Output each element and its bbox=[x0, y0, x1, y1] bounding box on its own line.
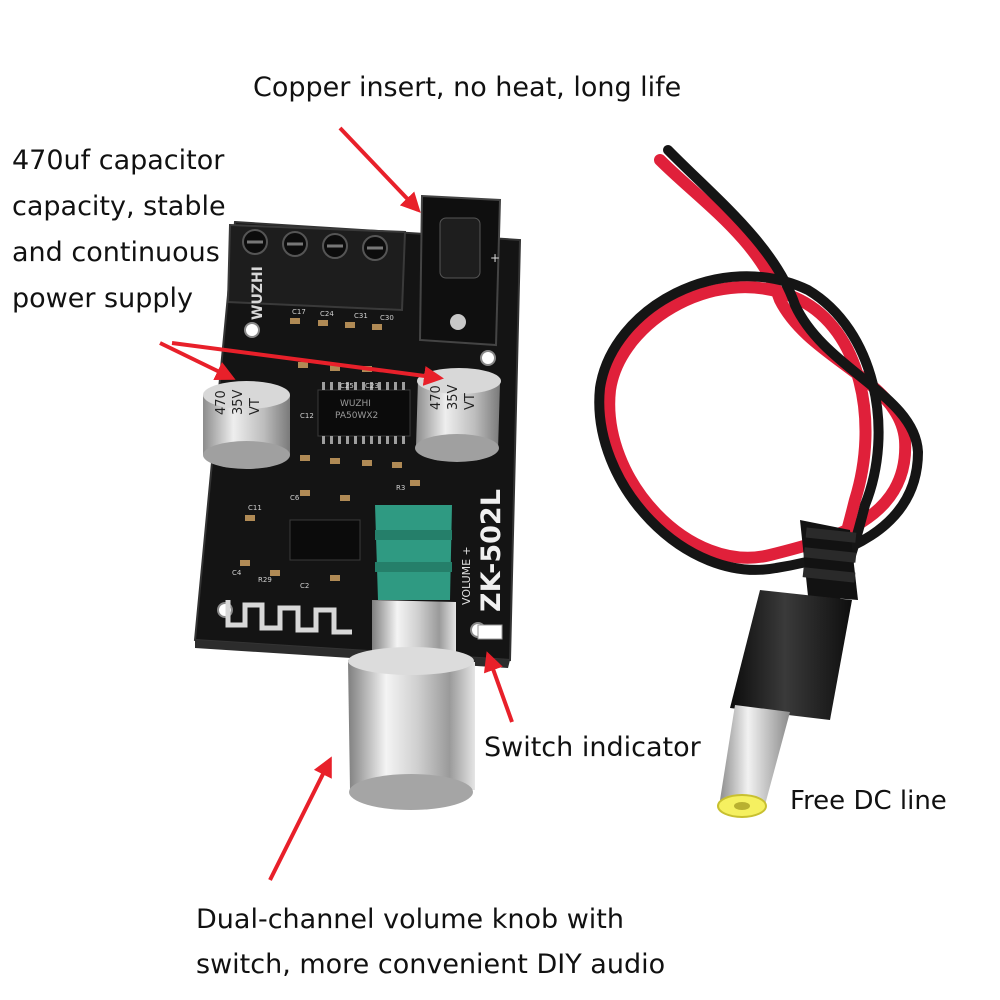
capacitor-marking: 35V bbox=[446, 384, 461, 410]
component-label: C31 bbox=[354, 312, 368, 320]
amplifier-chip: WUZHI PA50WX2 bbox=[317, 382, 411, 444]
capacitor-marking: VT bbox=[463, 393, 478, 410]
volume-knob-annotation: Dual-channel volume knob with switch, mo… bbox=[196, 897, 665, 987]
capacitor-left: 470 35V VT bbox=[203, 381, 290, 469]
dc-cable bbox=[594, 145, 924, 818]
component-label: C17 bbox=[292, 308, 306, 316]
capacitor-annotation-line: power supply bbox=[12, 283, 193, 314]
component-label: C2 bbox=[300, 582, 309, 590]
capacitor-annotation-line: 470uf capacitor bbox=[12, 145, 225, 176]
component-label: C25 bbox=[340, 382, 354, 390]
volume-knob bbox=[348, 505, 475, 810]
capacitor-annotation-line: capacity, stable bbox=[12, 191, 226, 222]
component-label: C12 bbox=[300, 412, 314, 420]
capacitor-annotation-line: and continuous bbox=[12, 237, 220, 268]
component-label: C30 bbox=[380, 314, 394, 322]
component-label: R29 bbox=[258, 576, 272, 584]
arrow-icon bbox=[171, 341, 444, 386]
dc-jack: + bbox=[418, 194, 502, 347]
antenna-trace bbox=[225, 600, 352, 635]
arrow-icon bbox=[338, 126, 421, 213]
brand-text: WUZHI bbox=[340, 399, 371, 409]
volume-knob-annotation-line: Dual-channel volume knob with bbox=[196, 904, 624, 935]
screw-terminal bbox=[226, 223, 407, 312]
volume-label: VOLUME + bbox=[460, 546, 473, 605]
component-label: C11 bbox=[248, 504, 262, 512]
chip-text: PA50WX2 bbox=[335, 411, 378, 421]
capacitor-marking: VT bbox=[248, 398, 263, 415]
copper-insert-annotation: Copper insert, no heat, long life bbox=[253, 72, 682, 103]
volume-knob-annotation-line: switch, more convenient DIY audio bbox=[196, 949, 666, 980]
model-label: ZK-502L bbox=[476, 489, 507, 612]
switch-indicator-annotation: Switch indicator bbox=[484, 732, 701, 763]
component-label: R3 bbox=[396, 484, 405, 492]
capacitor-marking: 35V bbox=[231, 389, 246, 415]
bluetooth-chip bbox=[289, 519, 361, 561]
capacitor-annotation: 470uf capacitor capacity, stable and con… bbox=[12, 138, 226, 322]
arrow-icon bbox=[159, 341, 236, 380]
arrow-icon bbox=[268, 756, 332, 881]
component-label: C6 bbox=[290, 494, 300, 502]
component-label: C23 bbox=[365, 382, 379, 390]
switch-indicator-led bbox=[477, 624, 503, 640]
brand-text: WUZHI bbox=[250, 266, 266, 320]
arrow-icon bbox=[483, 651, 514, 723]
dc-line-annotation: Free DC line bbox=[790, 786, 947, 816]
component-label: C4 bbox=[232, 569, 242, 577]
svg-text:+: + bbox=[490, 251, 500, 265]
capacitor-marking: 470 bbox=[214, 390, 229, 415]
component-label: C24 bbox=[320, 310, 334, 318]
capacitor-marking: 470 bbox=[429, 385, 444, 410]
annotation-arrows bbox=[159, 126, 514, 881]
pcb-board: + 470 35V VT 470 35V VT WUZHI PA50WX2 bbox=[193, 194, 522, 668]
capacitor-right: 470 35V VT bbox=[415, 368, 501, 462]
